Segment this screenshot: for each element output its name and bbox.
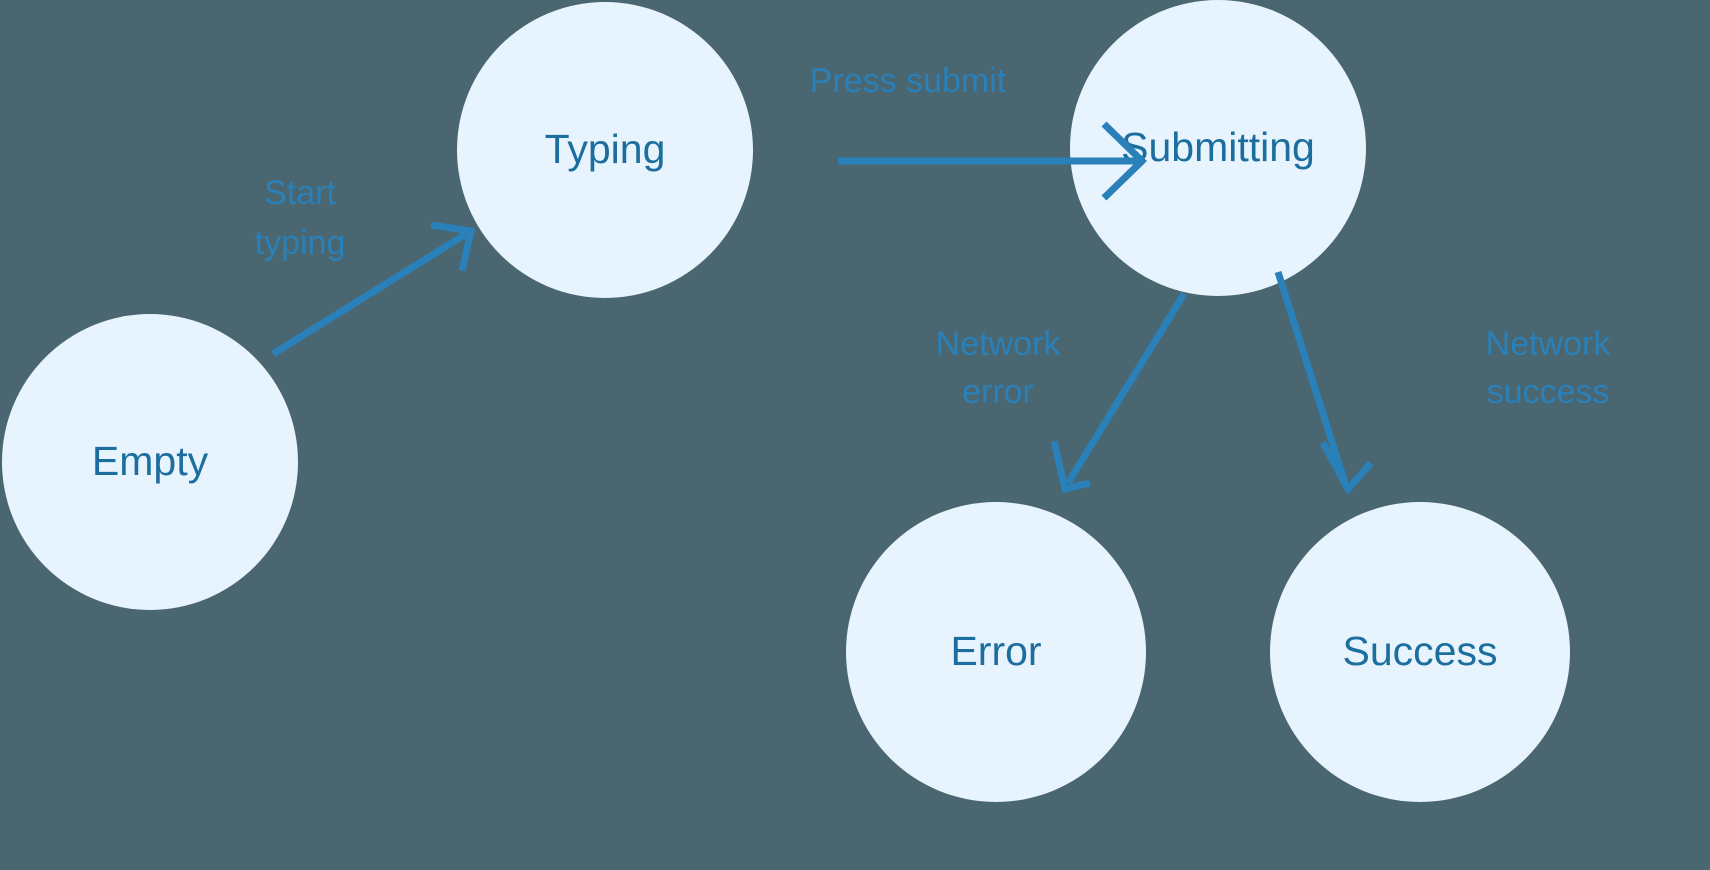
node-typing-label: Typing	[545, 126, 666, 172]
node-submitting-label: Submitting	[1121, 124, 1315, 170]
edge-submitting-to-success-arrowhead-icon	[1319, 441, 1374, 496]
edge-empty-to-typing-label-line2: typing	[255, 224, 346, 262]
node-submitting-circle[interactable]	[1070, 0, 1366, 296]
edge-typing-to-submitting-arrowhead-icon	[1101, 121, 1148, 201]
node-empty[interactable]: Empty	[2, 314, 298, 610]
edge-submitting-to-error-label-line1: Network	[936, 325, 1062, 363]
edge-submitting-to-error: Network error	[936, 292, 1187, 494]
edge-submitting-to-error-line	[1065, 292, 1187, 485]
node-error-label: Error	[950, 628, 1041, 674]
node-empty-circle[interactable]	[2, 314, 298, 610]
node-success-circle[interactable]	[1270, 502, 1570, 802]
node-typing-circle[interactable]	[457, 2, 753, 298]
node-success[interactable]: Success	[1270, 502, 1570, 802]
node-error-circle[interactable]	[846, 502, 1146, 802]
edge-submitting-to-success-line	[1274, 270, 1349, 485]
edge-typing-to-submitting-label-line1: Press submit	[810, 62, 1007, 100]
node-error[interactable]: Error	[846, 502, 1146, 802]
node-success-label: Success	[1343, 628, 1498, 674]
edge-submitting-to-error-label-line2: error	[962, 373, 1034, 411]
node-typing[interactable]: Typing	[457, 2, 753, 298]
edge-submitting-to-success-label-line2: success	[1487, 373, 1610, 411]
node-empty-label: Empty	[92, 438, 209, 484]
edge-submitting-to-error-arrowhead-icon	[1050, 440, 1091, 494]
edge-empty-to-typing-line	[271, 231, 468, 357]
edge-empty-to-typing: Start typing	[255, 174, 476, 357]
edge-empty-to-typing-label-line1: Start	[264, 174, 336, 212]
edge-submitting-to-success-label-line1: Network	[1486, 325, 1612, 363]
node-submitting[interactable]: Submitting	[1070, 0, 1366, 296]
edge-empty-to-typing-arrowhead-icon	[430, 221, 476, 272]
edge-submitting-to-success: Network success	[1274, 270, 1612, 496]
edge-typing-to-submitting: Press submit	[810, 62, 1148, 201]
